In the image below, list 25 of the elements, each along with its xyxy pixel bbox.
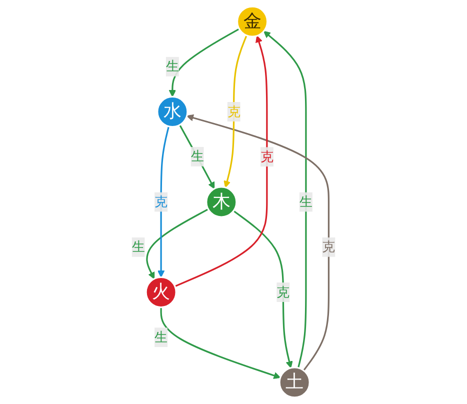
edge-label: 克 — [154, 194, 168, 210]
edge-label: 克 — [322, 238, 336, 254]
edge-label: 生 — [154, 329, 168, 345]
arrow — [168, 28, 240, 98]
edge-label: 生 — [299, 194, 312, 210]
arrow — [179, 124, 215, 190]
arrow — [157, 126, 170, 278]
arrow — [160, 307, 281, 379]
node-circle: 火 — [145, 276, 177, 308]
edge-label: 克 — [227, 104, 240, 120]
arrow — [174, 36, 268, 288]
arrow — [224, 35, 248, 188]
edge-label: 生 — [132, 238, 145, 254]
edge-label: 生 — [166, 58, 179, 74]
node-circle: 木 — [206, 186, 238, 218]
arrow — [146, 208, 209, 280]
edge-label: 生 — [190, 148, 204, 164]
arrow — [263, 30, 307, 368]
arrow — [186, 114, 330, 371]
edge-label: 克 — [260, 148, 274, 164]
edge-label: 克 — [276, 284, 290, 300]
node-circle: 水 — [156, 96, 188, 128]
node-circle: 金 — [236, 6, 268, 38]
node-circle: 土 — [278, 366, 310, 398]
arrow — [233, 210, 293, 368]
